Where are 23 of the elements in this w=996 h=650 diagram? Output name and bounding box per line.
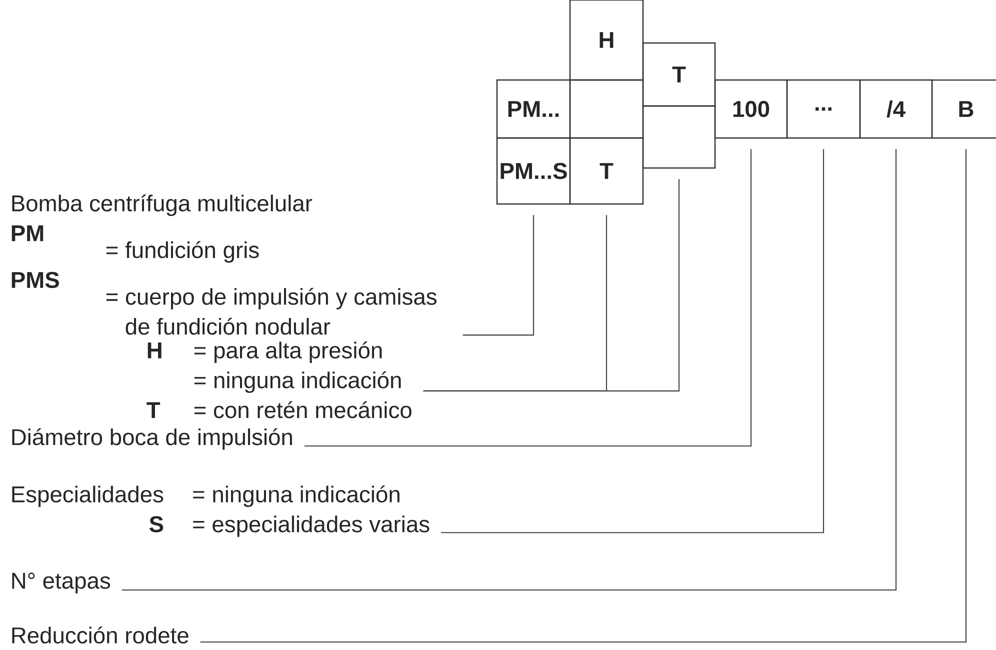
code-cell: T <box>569 137 644 205</box>
leader-line <box>200 149 967 643</box>
empty-cell <box>642 105 716 169</box>
description-text: Reducción rodete <box>12 626 188 644</box>
description-text: N° etapas <box>12 572 110 594</box>
leader-line <box>462 215 534 336</box>
code-cell: /4 <box>859 79 933 139</box>
code-cell: B <box>931 79 996 139</box>
code-cell: T <box>642 42 716 107</box>
code-cell: PM... <box>496 79 571 139</box>
leader-line <box>423 179 680 392</box>
code-cell: 100 <box>714 79 788 139</box>
description-text: Diámetro boca de impulsión <box>12 428 292 450</box>
code-cell: H <box>569 0 644 81</box>
code-cell: PM...S <box>496 137 571 205</box>
description-text: H = para alta presión = ninguna indicación T = con retén mecánico <box>146 341 412 418</box>
code-cell: ... <box>786 79 861 139</box>
leader-line <box>122 149 897 591</box>
empty-cell <box>569 79 644 139</box>
leader-line <box>441 149 824 534</box>
description-text: Especialidades = ninguna indicación S = especialidades varias <box>12 485 430 537</box>
description-text: Bomba centrífuga multicelular PM = fundición gris PMS = cuerpo de impulsión y camisas de fundición nodular <box>12 194 437 335</box>
leader-line <box>304 149 752 447</box>
